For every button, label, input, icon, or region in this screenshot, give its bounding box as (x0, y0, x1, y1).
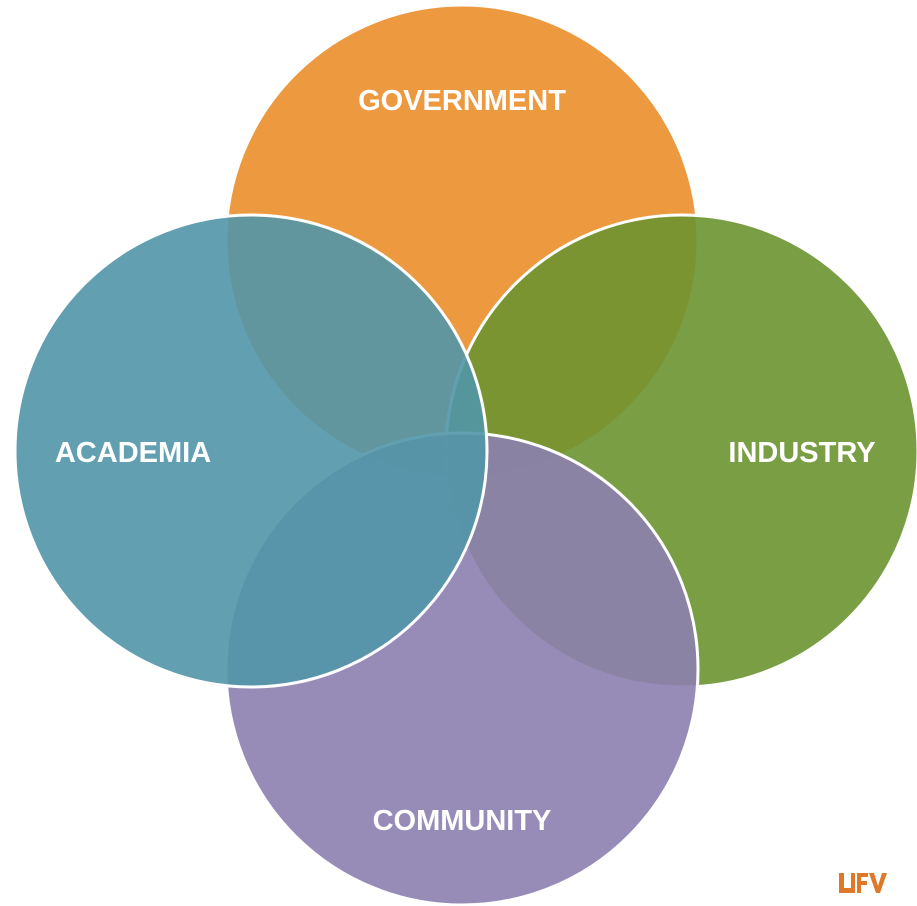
industry-label: INDUSTRY (728, 437, 875, 469)
community-label: COMMUNITY (373, 805, 552, 837)
academia-circle (13, 213, 489, 689)
academia-label: ACADEMIA (55, 437, 211, 469)
government-label: GOVERNMENT (358, 85, 566, 117)
ufv-logo-icon (839, 873, 887, 893)
